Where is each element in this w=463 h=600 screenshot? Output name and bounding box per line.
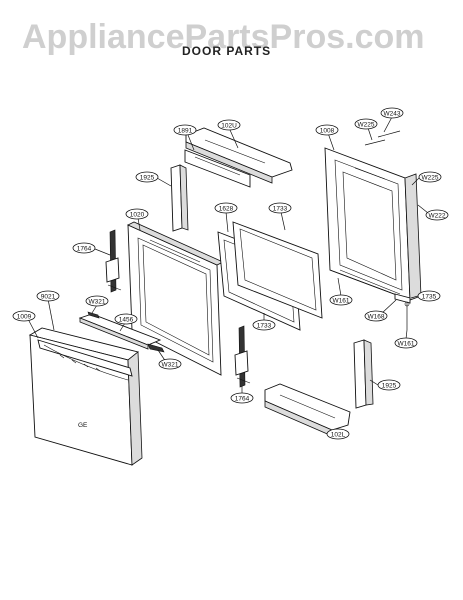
door-logo: GE	[78, 422, 88, 429]
part-1764-lower-hinge	[234, 325, 251, 388]
callout-label: 1733	[257, 322, 272, 329]
part-1764-upper-hinge	[105, 229, 122, 293]
callout-label: 1733	[273, 205, 288, 212]
part-w321-pieces	[87, 311, 165, 353]
callout-label: 1735	[422, 293, 437, 300]
callout-1628: 1628	[214, 202, 238, 214]
callout-w243: W243	[380, 107, 404, 119]
callout-9021: 9021	[36, 290, 60, 302]
callout-label: W243	[384, 110, 401, 117]
part-1020	[127, 221, 224, 376]
callout-label: 1925	[382, 382, 397, 389]
callout-102l: 102L	[326, 428, 350, 440]
callout-label: W225	[358, 121, 375, 128]
callout-label: 102L	[331, 431, 346, 438]
callout-1008: 1008	[315, 124, 339, 136]
part-1925-upper	[170, 164, 189, 232]
callout-label: W321	[89, 298, 106, 305]
part-1925-lower	[353, 339, 374, 409]
callout-w161-lower: W161	[394, 337, 418, 349]
callout-label: 1020	[130, 211, 145, 218]
callout-1764-lower: 1764	[230, 392, 254, 404]
callout-1733-lower: 1733	[252, 319, 276, 331]
callout-w321-upper: W321	[85, 295, 109, 307]
callout-label: W222	[429, 212, 446, 219]
callout-label: 1764	[235, 395, 250, 402]
watermark: AppliancePartsPros.com	[22, 18, 424, 56]
part-1456	[78, 313, 162, 350]
callout-label: 1456	[119, 316, 134, 323]
callout-1891: 1891	[173, 124, 197, 136]
callout-102u: 102U	[217, 119, 241, 131]
callout-label: 1628	[219, 205, 234, 212]
callout-label: 102U	[221, 122, 237, 129]
callout-label: W168	[368, 313, 385, 320]
callout-label: W161	[333, 297, 350, 304]
callout-w321-lower: W321	[158, 358, 182, 370]
callout-label: 9021	[41, 293, 56, 300]
part-1009-handle	[37, 339, 133, 381]
callout-label: 1925	[140, 174, 155, 181]
callout-w225-upper: W225	[354, 118, 378, 130]
part-1008	[324, 147, 422, 301]
callout-1925-lower: 1925	[377, 379, 401, 391]
callout-label: 1891	[178, 127, 193, 134]
callout-1925-upper: 1925	[135, 171, 159, 183]
callout-label: W321	[162, 361, 179, 368]
part-1891	[184, 149, 251, 188]
part-1733-glass	[232, 221, 323, 319]
callout-1020: 1020	[125, 208, 149, 220]
callout-1764-upper: 1764	[72, 242, 96, 254]
part-102l	[264, 383, 351, 437]
callout-label: 1008	[320, 127, 335, 134]
callout-label: W161	[398, 340, 415, 347]
screws-w243	[364, 130, 401, 146]
callout-label: 1764	[77, 245, 92, 252]
diagram-title: DOOR PARTS	[182, 44, 271, 58]
callout-label: W225	[422, 174, 439, 181]
callout-label: 1009	[17, 313, 32, 320]
callout-1009: 1009	[12, 310, 36, 322]
callout-w168: W168	[364, 310, 388, 322]
callout-w222: W222	[425, 209, 449, 221]
part-102u	[185, 127, 293, 184]
callout-1733-upper: 1733	[268, 202, 292, 214]
part-hinge-rod	[329, 269, 411, 330]
callout-w225-right: W225	[418, 171, 442, 183]
callout-w161-mid: W161	[329, 294, 353, 306]
callout-1456: 1456	[114, 313, 138, 325]
callout-1735: 1735	[417, 290, 441, 302]
